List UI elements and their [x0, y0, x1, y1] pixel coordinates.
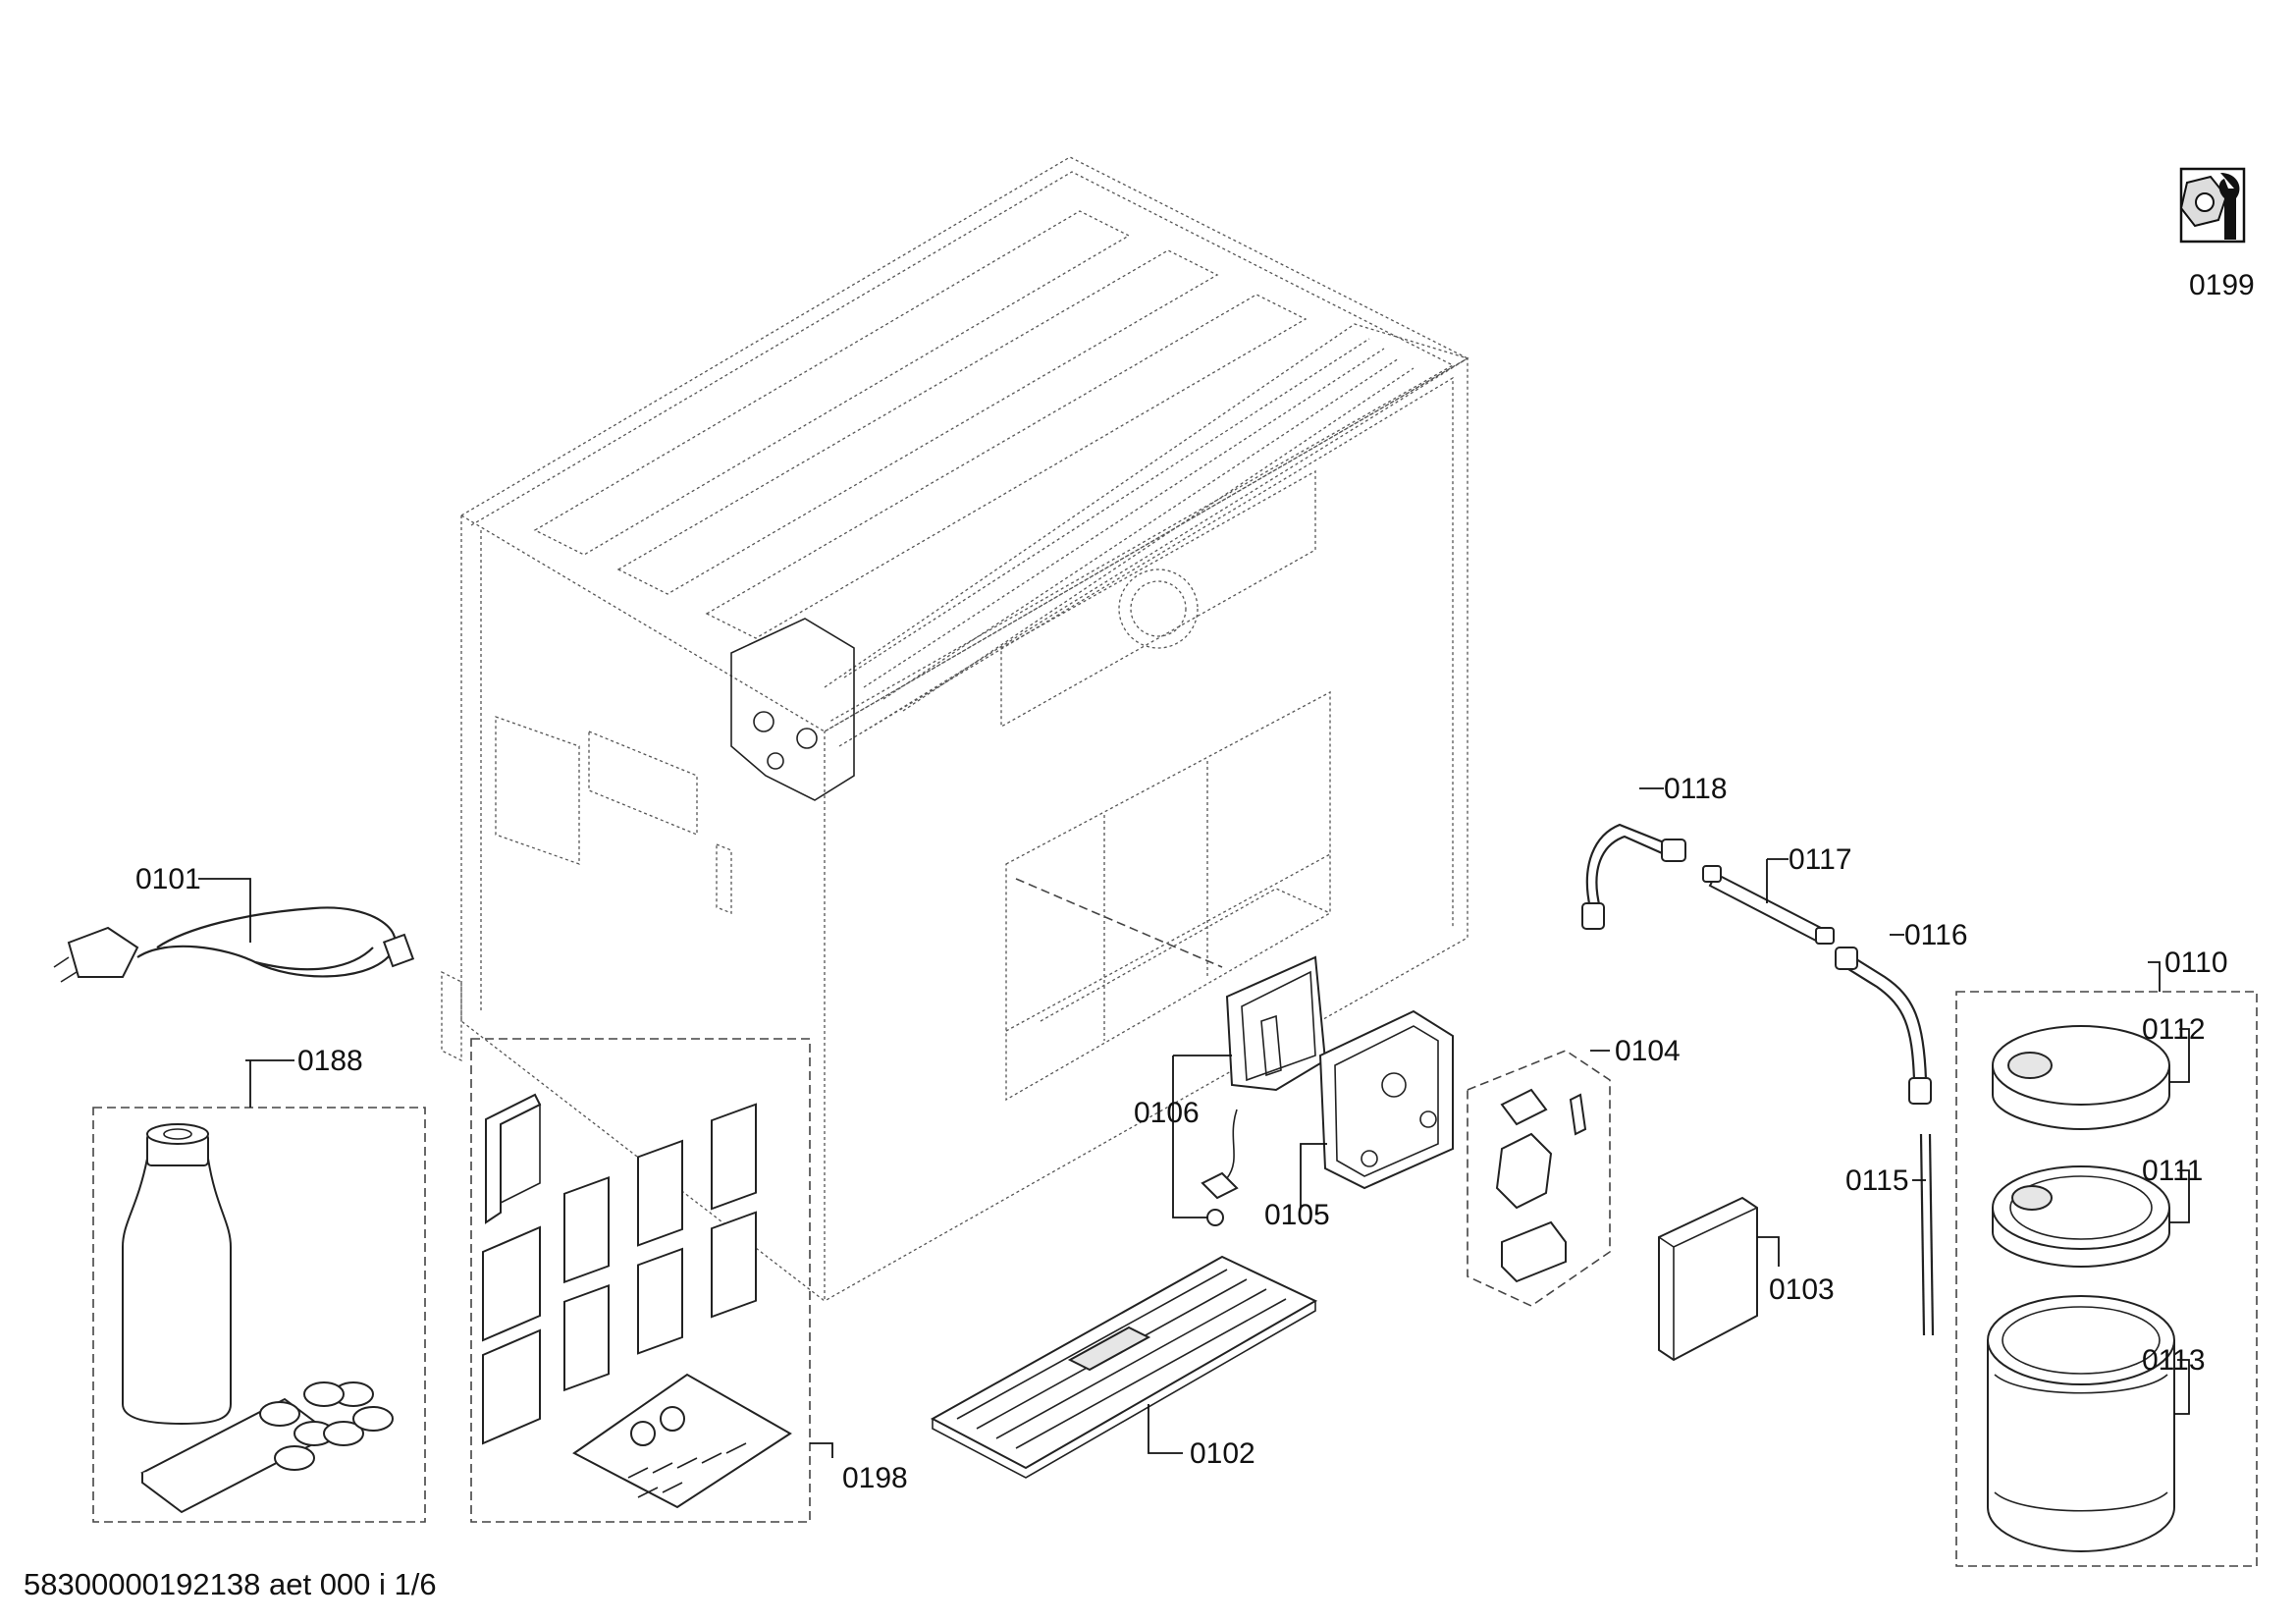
- label-0104: 0104: [1615, 1035, 1681, 1067]
- part-0115-tube: [1919, 1133, 1935, 1336]
- document-id: 58300000192138 aet 000 i 1/6: [24, 1567, 437, 1601]
- label-0113: 0113: [2142, 1344, 2206, 1377]
- label-0103: 0103: [1769, 1273, 1835, 1306]
- part-0102-drip-grid: [930, 1255, 1318, 1479]
- part-0105-valve-bracket: [1318, 1009, 1454, 1190]
- label-0110: 0110: [2164, 947, 2228, 979]
- leader-lines: [198, 787, 2190, 1458]
- label-0112: 0112: [2142, 1013, 2206, 1046]
- part-0110-milk-container-set: [1955, 991, 2258, 1567]
- part-0198-accessory-set: [470, 1038, 811, 1523]
- part-0104-valve-set: [1467, 1050, 1611, 1307]
- label-0117: 0117: [1789, 843, 1852, 876]
- label-0105: 0105: [1264, 1199, 1330, 1231]
- part-0103-side-panel: [1658, 1196, 1758, 1362]
- part-0117-connector: [1702, 865, 1835, 945]
- label-0115: 0115: [1845, 1164, 1909, 1197]
- label-0111: 0111: [2142, 1155, 2203, 1187]
- label-0101: 0101: [135, 863, 201, 895]
- label-0188: 0188: [297, 1045, 363, 1077]
- label-0198: 0198: [842, 1462, 908, 1494]
- label-0118: 0118: [1664, 773, 1728, 805]
- part-0113-container: [1987, 1295, 2175, 1553]
- part-0101-power-cord: [53, 906, 415, 983]
- nut-and-wrench-icon: [2179, 167, 2246, 244]
- part-labels: 0199 0118 0117 0116 0110 0112 0111 0113 …: [135, 269, 2255, 1494]
- part-0188-care-kit: [92, 1107, 426, 1523]
- part-0111-collar: [1992, 1165, 2170, 1269]
- label-0199: 0199: [2189, 269, 2255, 301]
- label-0106: 0106: [1134, 1097, 1200, 1129]
- part-0116-hose: [1835, 947, 1932, 1105]
- label-0116: 0116: [1904, 919, 1968, 951]
- part-0106-mounting-plate: [1201, 955, 1327, 1226]
- part-0112-lid: [1992, 1025, 2170, 1131]
- appliance-housing: [441, 156, 1469, 1303]
- part-0118-hose: [1581, 823, 1686, 930]
- label-0102: 0102: [1190, 1437, 1255, 1470]
